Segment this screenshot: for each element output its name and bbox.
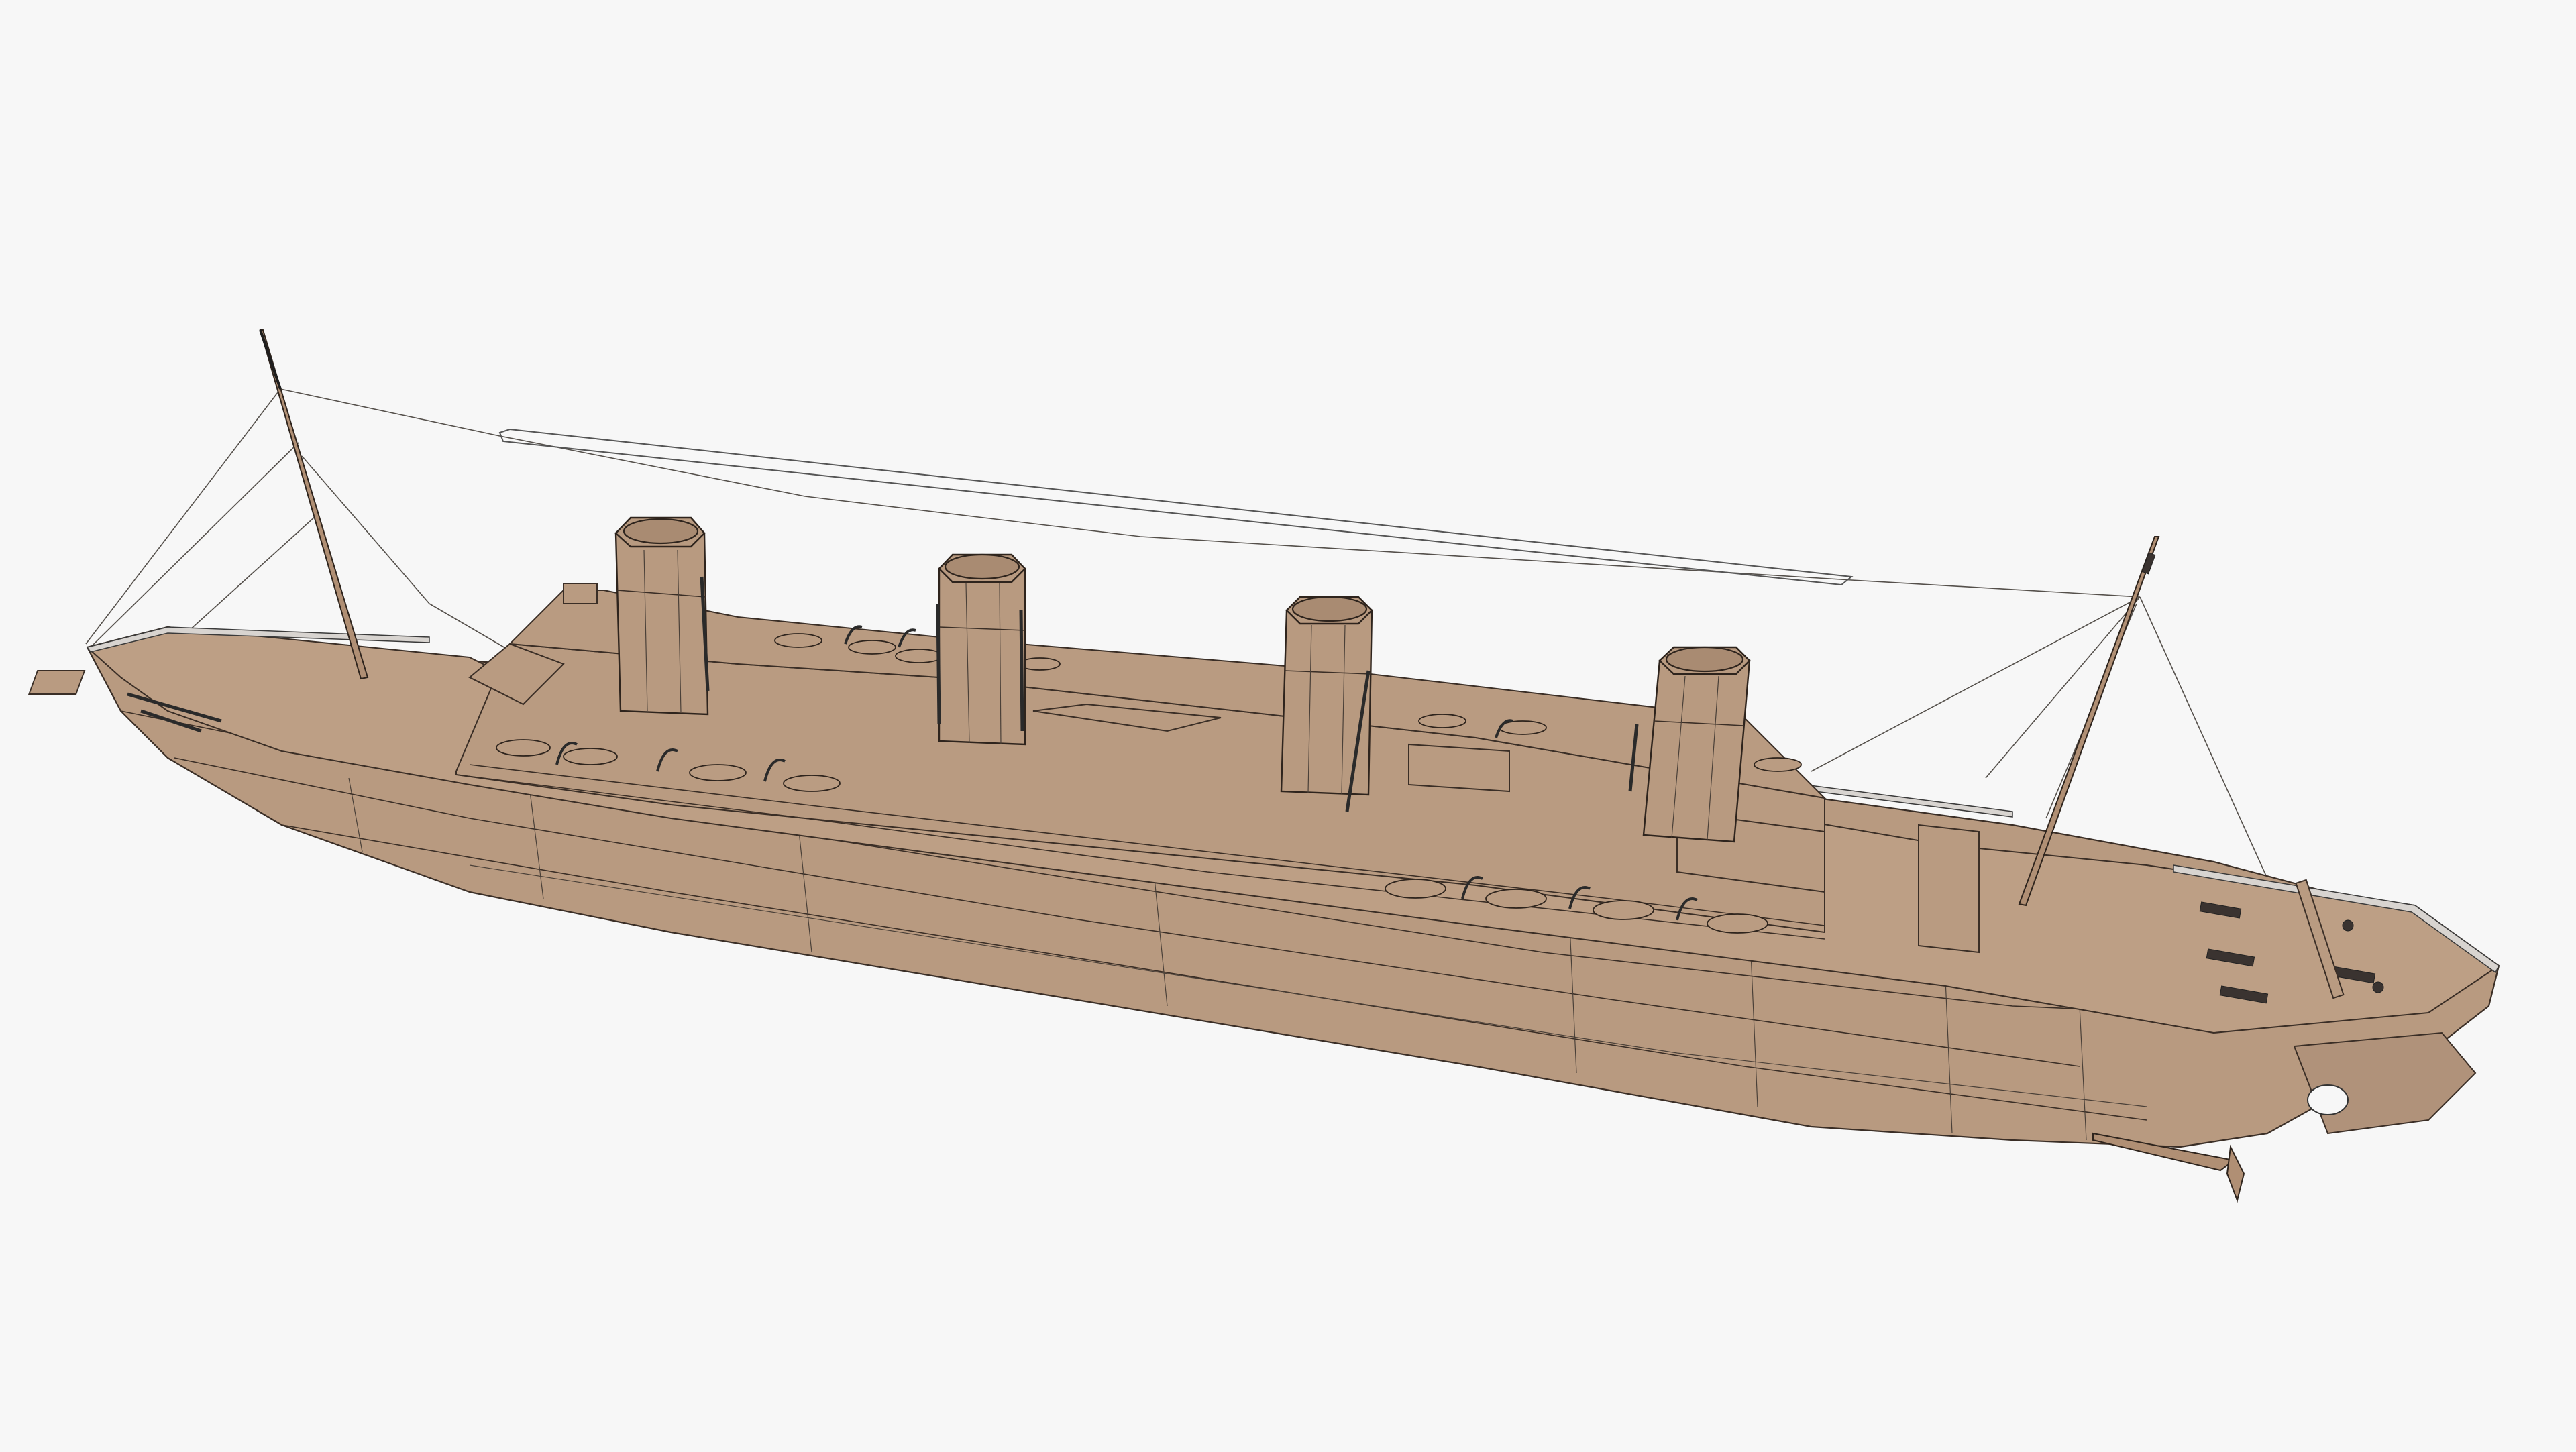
- deck-fittings: [28, 670, 2384, 1004]
- stern: [2092, 1031, 2477, 1203]
- aft-mast: [2018, 536, 2160, 907]
- bridge-wing: [563, 583, 598, 604]
- flag: [2141, 552, 2156, 575]
- lifeboats: [496, 633, 1802, 934]
- bow-railing: [86, 626, 430, 653]
- bridge: [468, 643, 565, 706]
- davits: [555, 625, 1708, 921]
- wireless-antenna: [280, 388, 2141, 598]
- stern-railing: [2173, 864, 2500, 974]
- anchor-crane: [127, 692, 222, 723]
- keel-shaft: [2092, 1132, 2236, 1172]
- funnel-3: [1280, 596, 1373, 812]
- funnel-2: [936, 553, 1026, 746]
- funnel-1: [614, 516, 710, 716]
- fore-mast: [259, 329, 369, 680]
- funnel-4: [1628, 646, 1751, 843]
- propeller: [2226, 1144, 2245, 1203]
- fore-mast-rigging: [85, 388, 511, 651]
